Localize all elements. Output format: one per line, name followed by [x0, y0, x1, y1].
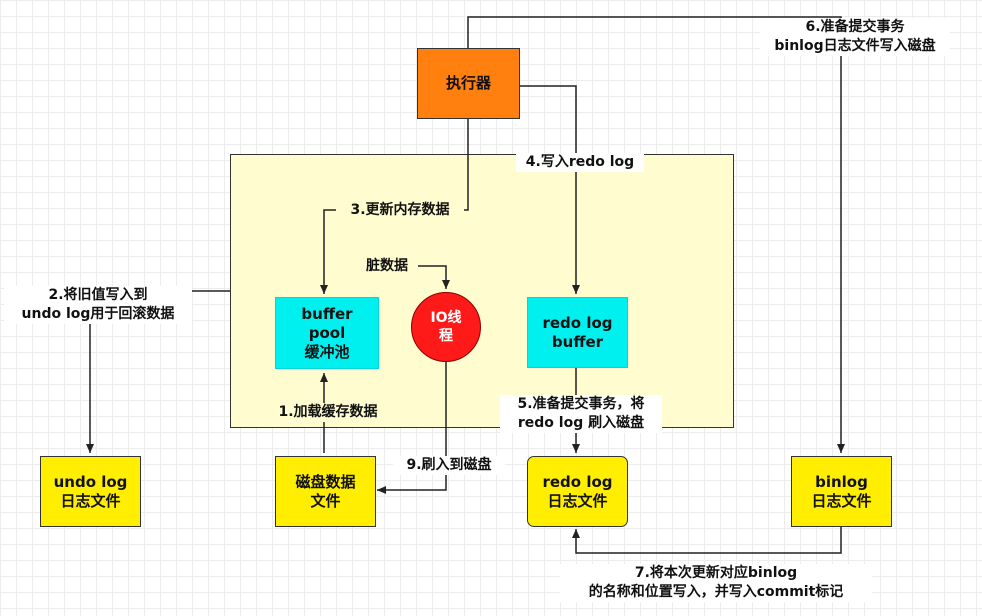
- redo-log-buffer-node: redo log buffer: [527, 297, 628, 368]
- binlog-file-node: binlog 日志文件: [791, 456, 892, 527]
- step5-label: 5.准备提交事务，将 redo log 刷入磁盘: [500, 395, 662, 433]
- executor-node: 执行器: [417, 48, 520, 119]
- arrow-step6: [467, 16, 845, 453]
- undo-log-file-node: undo log 日志文件: [40, 456, 141, 527]
- redo-log-file-node: redo log 日志文件: [527, 456, 628, 527]
- arrow-step4: [520, 85, 580, 294]
- dirty-data-label: 脏数据: [356, 257, 418, 276]
- buffer-pool-node: buffer pool 缓冲池: [275, 297, 379, 369]
- arrow-step9: [377, 362, 447, 494]
- io-thread-node: IO线 程: [411, 292, 481, 362]
- step4-label: 4.写入redo log: [516, 153, 644, 172]
- memory-region: [230, 154, 734, 428]
- step2-label: 2.将旧值写入到 undo log用于回滚数据: [4, 286, 192, 324]
- disk-data-file-node: 磁盘数据 文件: [275, 456, 376, 527]
- arrow-step7: [572, 527, 842, 554]
- step9-label: 9.刷入到磁盘: [393, 456, 505, 475]
- step6-label: 6.准备提交事务 binlog日志文件写入磁盘: [760, 18, 950, 56]
- step7-label: 7.将本次更新对应binlog 的名称和位置写入，并写入commit标记: [560, 564, 872, 602]
- step1-label: 1.加载缓存数据: [264, 403, 392, 422]
- step3-label: 3.更新内存数据: [336, 201, 464, 220]
